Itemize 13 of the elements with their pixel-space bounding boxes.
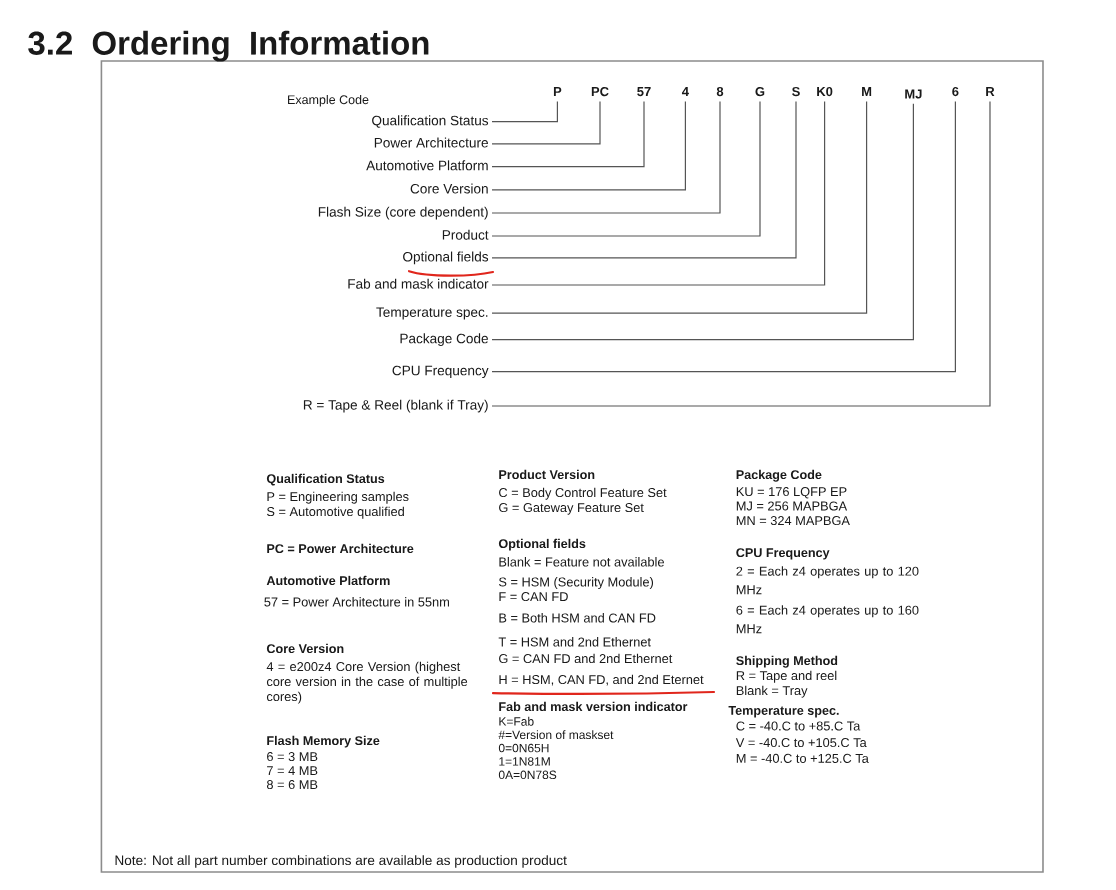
leader-line xyxy=(491,100,956,373)
leader-line xyxy=(491,100,797,259)
leader-line xyxy=(491,103,914,341)
leader-line xyxy=(491,100,868,314)
leader-line xyxy=(491,100,826,286)
leader-line xyxy=(491,100,686,191)
leader-line xyxy=(491,100,991,407)
leader-line xyxy=(491,100,601,145)
leader-line xyxy=(491,100,558,123)
leader-line xyxy=(491,100,645,168)
section-title: 3.2 Ordering Information xyxy=(28,30,429,62)
leader-line xyxy=(491,100,721,214)
leader-line xyxy=(491,100,761,237)
